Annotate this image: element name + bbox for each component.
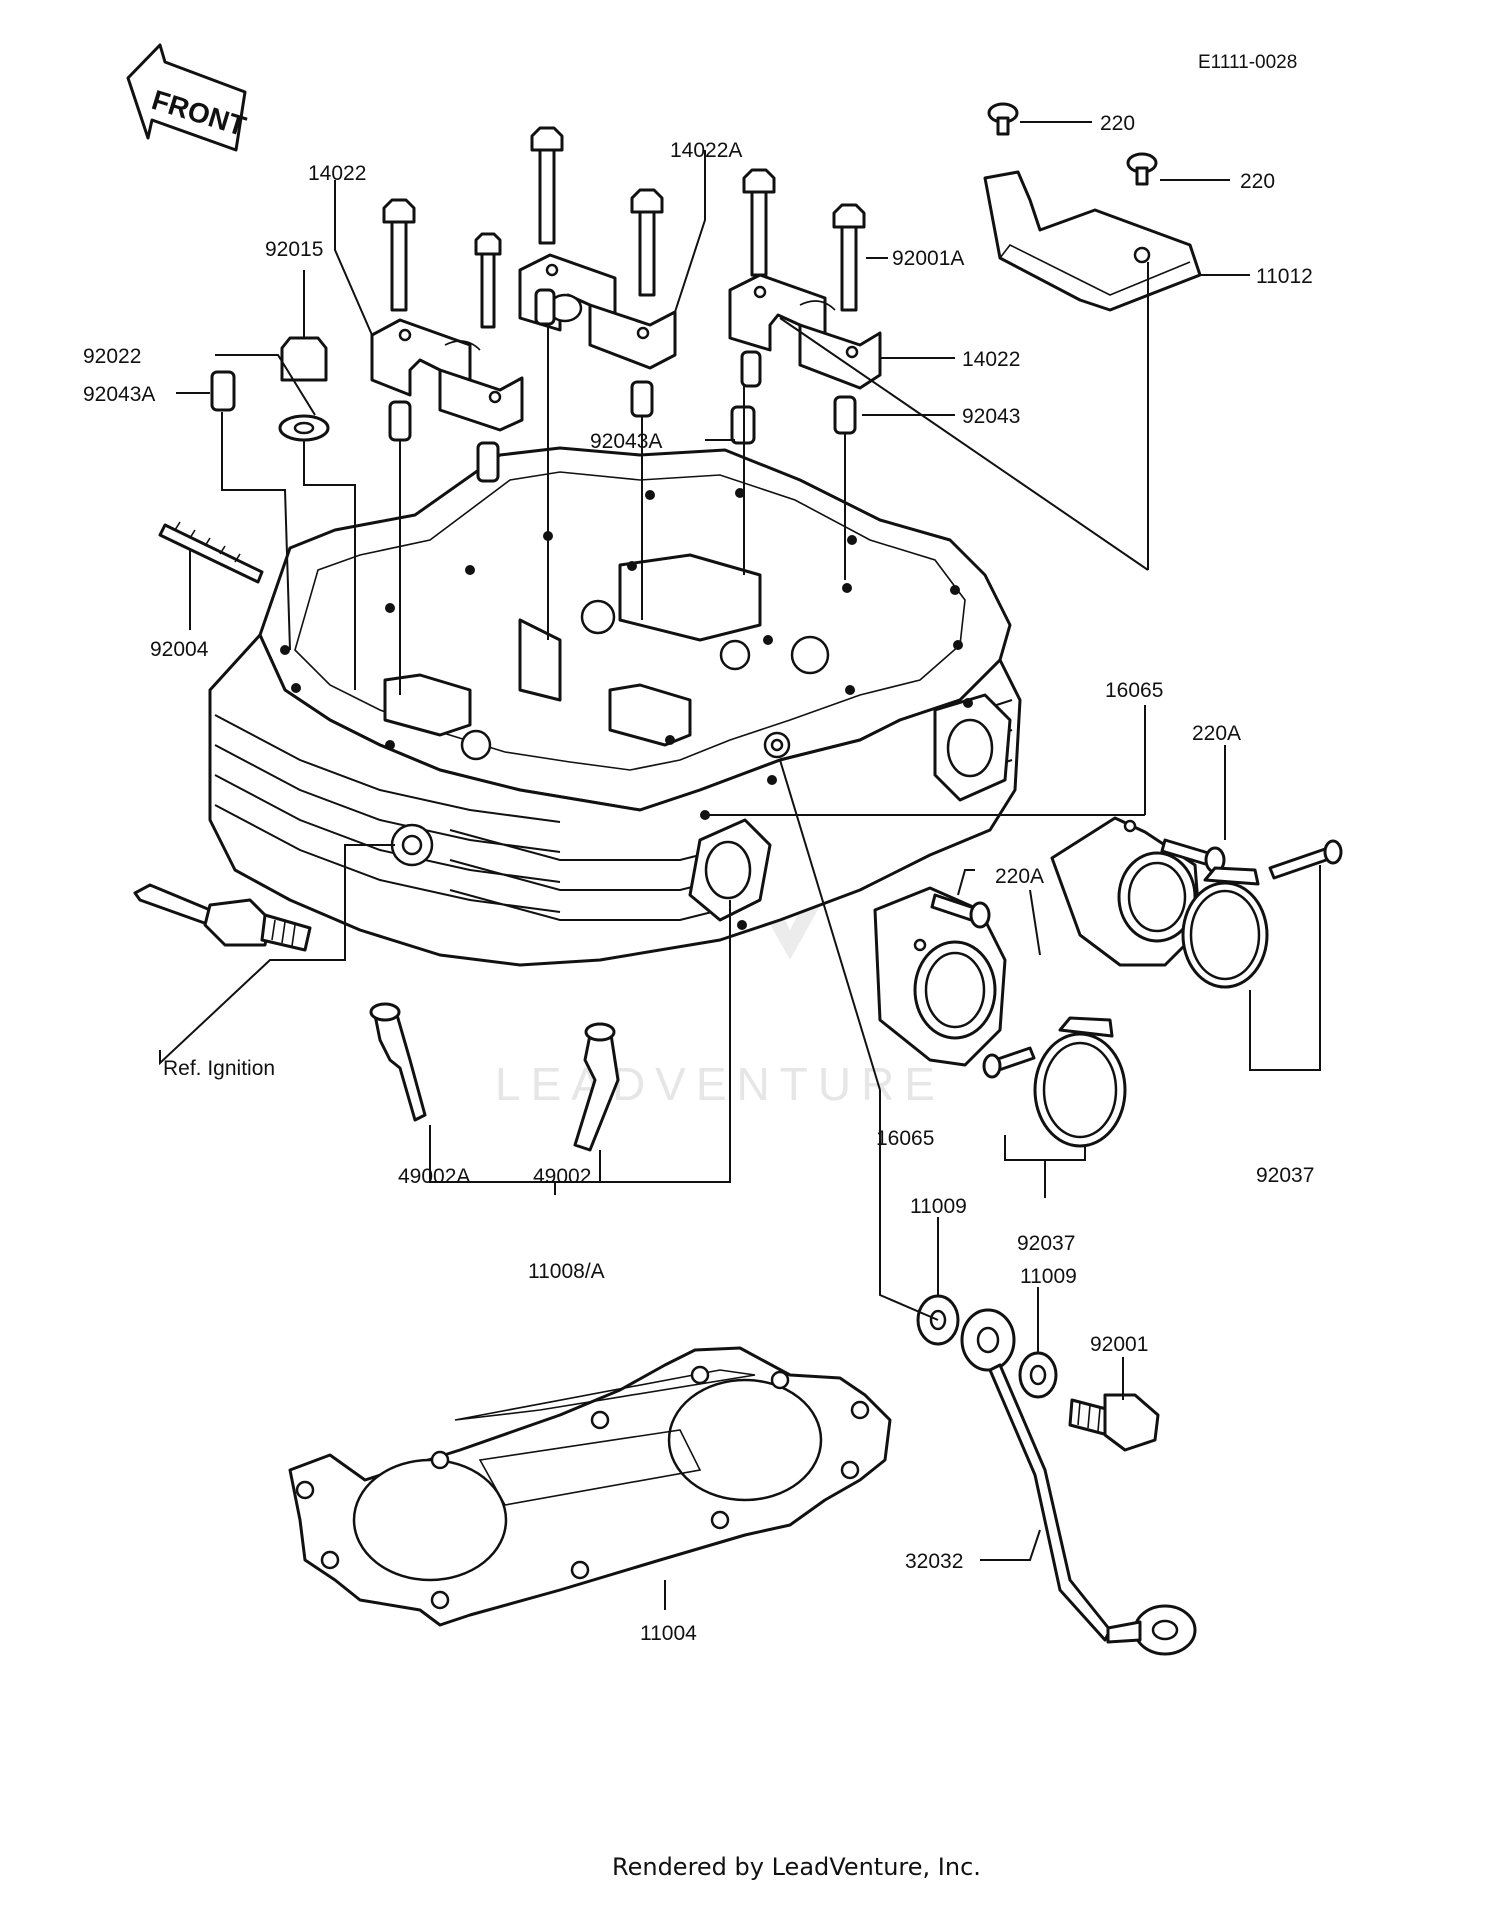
label-14022-right: 14022 bbox=[962, 348, 1020, 371]
label-92043A-left: 92043A bbox=[83, 383, 155, 406]
label-32032: 32032 bbox=[905, 1550, 963, 1573]
intake-holder-16065-lower bbox=[873, 886, 1007, 1067]
label-ref-ignition: Ref. Ignition bbox=[163, 1057, 275, 1080]
label-11009-lower: 11009 bbox=[1020, 1265, 1077, 1288]
clamp-92037-center bbox=[982, 1016, 1127, 1148]
screw-220A-lower bbox=[930, 893, 991, 929]
cap-nut-92015 bbox=[280, 336, 328, 382]
label-14022A: 14022A bbox=[670, 139, 742, 162]
footer-credit: Rendered by LeadVenture, Inc. bbox=[612, 1853, 981, 1881]
label-16065-lower: 16065 bbox=[876, 1127, 934, 1150]
screw-220-upper bbox=[987, 102, 1019, 136]
valve-guide-49002A bbox=[369, 1002, 427, 1122]
screw-220-lower bbox=[1126, 152, 1158, 186]
watermark: LEADVENTURE bbox=[495, 1058, 945, 1110]
head-gasket-11004 bbox=[288, 1346, 892, 1627]
oil-pipe-32032 bbox=[960, 1308, 1197, 1656]
banjo-bolt-92001 bbox=[1068, 1393, 1160, 1452]
leader-lines bbox=[159, 121, 1321, 1610]
washer-11009-lower bbox=[1018, 1351, 1058, 1399]
label-11012: 11012 bbox=[1256, 265, 1313, 288]
valve-guide-49002 bbox=[573, 1022, 620, 1152]
label-14022-left: 14022 bbox=[308, 162, 366, 185]
cap-bolts-92001A bbox=[382, 126, 866, 329]
label-92015: 92015 bbox=[265, 238, 323, 261]
label-92043A-center: 92043A bbox=[590, 430, 662, 453]
label-92022: 92022 bbox=[83, 345, 141, 368]
label-92001A: 92001A bbox=[892, 247, 964, 270]
label-92043: 92043 bbox=[962, 405, 1020, 428]
dowel-pins bbox=[210, 288, 857, 483]
label-49002: 49002 bbox=[533, 1165, 591, 1188]
label-220A-lower: 220A bbox=[995, 865, 1044, 888]
label-49002A: 49002A bbox=[398, 1165, 470, 1188]
diagram-code: E1111-0028 bbox=[1198, 52, 1297, 73]
label-92037-right: 92037 bbox=[1256, 1164, 1314, 1187]
label-16065-upper: 16065 bbox=[1105, 679, 1163, 702]
cam-cap-14022-left bbox=[370, 318, 524, 432]
label-220A-upper: 220A bbox=[1192, 722, 1241, 745]
washer-92022 bbox=[278, 414, 330, 442]
label-92004: 92004 bbox=[150, 638, 209, 661]
label-220-lower: 220 bbox=[1240, 170, 1275, 193]
front-arrow-icon: FRONT bbox=[126, 43, 250, 152]
stud-92004 bbox=[158, 521, 264, 584]
label-220-upper: 220 bbox=[1100, 112, 1135, 135]
label-92001: 92001 bbox=[1090, 1333, 1148, 1356]
label-11008A: 11008/A bbox=[528, 1260, 605, 1283]
cover-11012 bbox=[983, 170, 1202, 312]
label-92037-center: 92037 bbox=[1017, 1232, 1075, 1255]
label-11004: 11004 bbox=[640, 1622, 697, 1645]
spark-plug bbox=[133, 883, 312, 952]
label-11009-upper: 11009 bbox=[910, 1195, 967, 1218]
cylinder-head bbox=[208, 446, 1022, 967]
clamp-92037-right bbox=[1181, 839, 1343, 989]
screw-220A-upper bbox=[1160, 838, 1226, 874]
intake-holder-16065-upper bbox=[1050, 816, 1202, 967]
